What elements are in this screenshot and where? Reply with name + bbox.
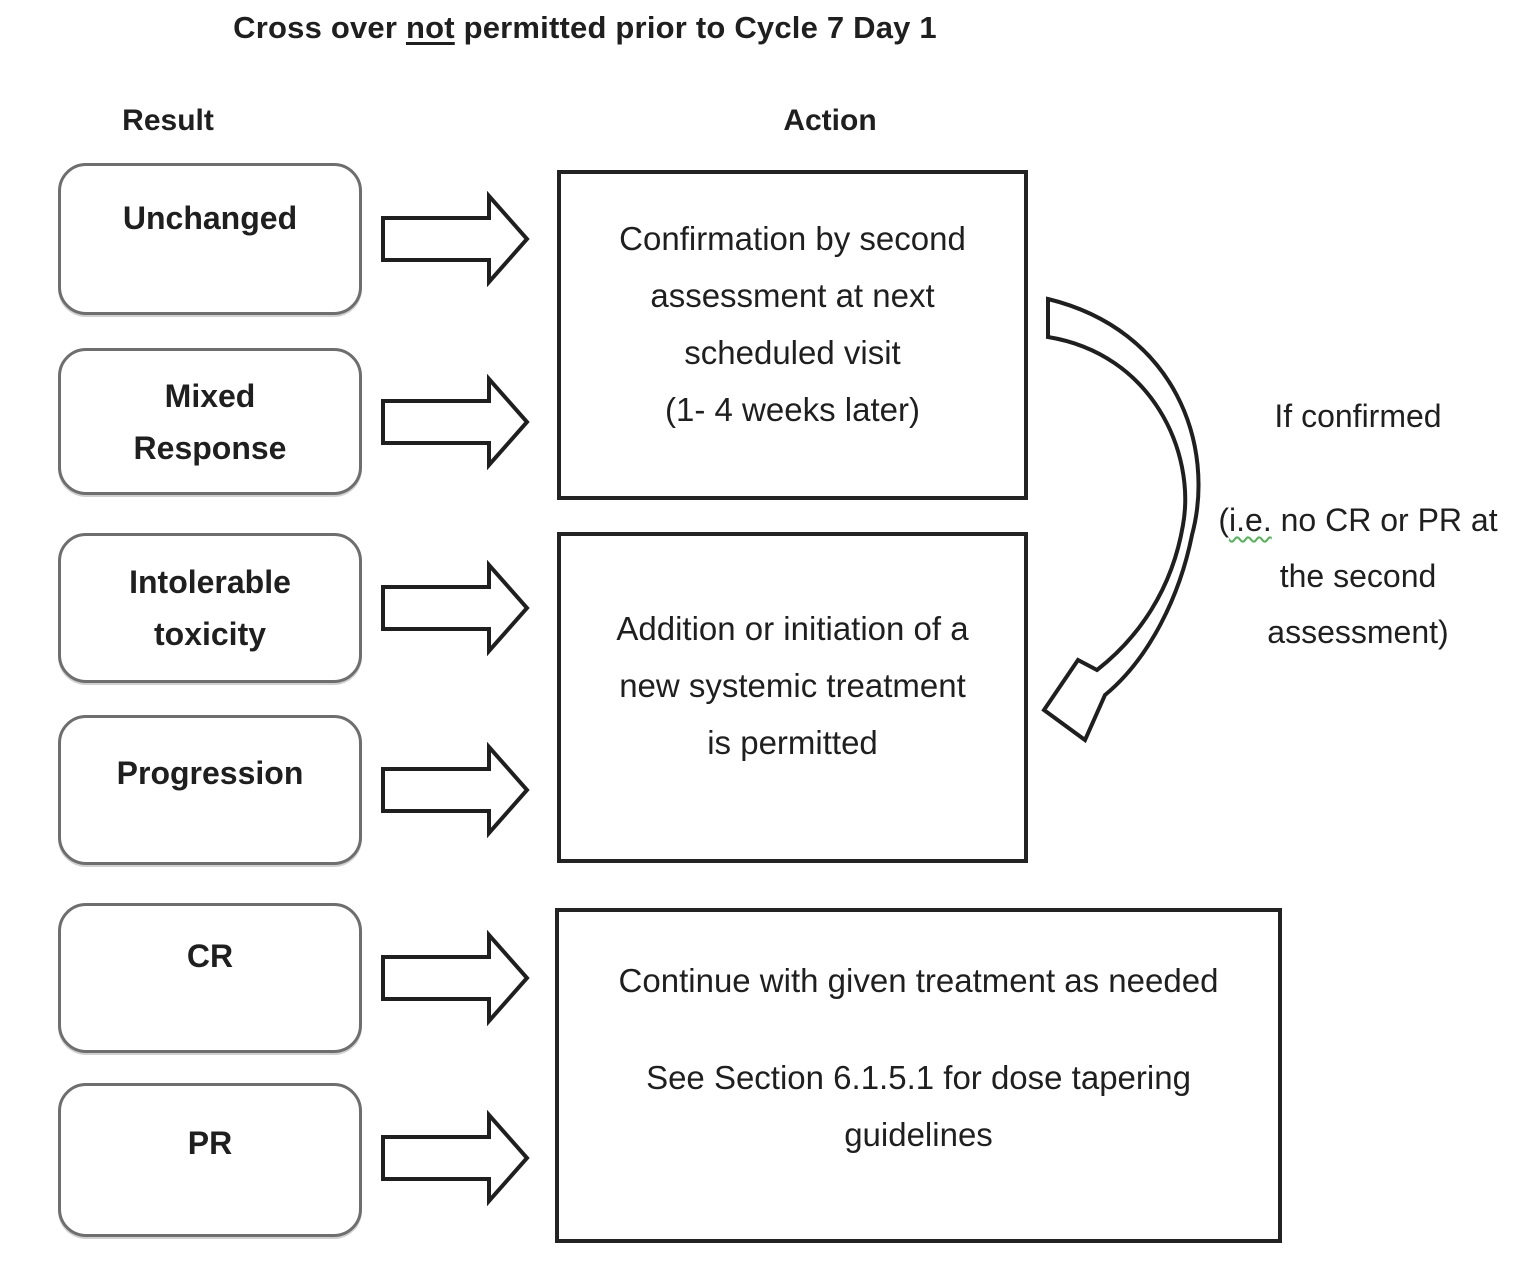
result-label: Progression	[116, 755, 304, 791]
action-text-line: See Section 6.1.5.1 for dose tapering	[646, 1059, 1191, 1096]
note-detail: (i.e. no CR or PR at the second assessme…	[1188, 492, 1528, 660]
flow-arrow-mixed-response	[381, 374, 530, 470]
flow-arrow-progression	[381, 742, 530, 838]
action-text-paragraph: See Section 6.1.5.1 for dose tapering gu…	[646, 1049, 1191, 1163]
result-column-header: Result	[122, 104, 214, 137]
result-label: CR	[186, 938, 234, 974]
if-confirmed-loop-arrow	[1041, 296, 1201, 744]
note-detail-line: assessment)	[1267, 614, 1449, 650]
action-column-header: Action	[783, 104, 877, 137]
action-text-line: new systemic treatment	[619, 667, 966, 704]
result-label: PR	[187, 1125, 233, 1161]
title-suffix: permitted prior to Cycle 7 Day 1	[454, 10, 937, 45]
result-box-unchanged: Unchanged	[58, 163, 362, 315]
result-box-pr: PR	[58, 1083, 362, 1237]
action-box-confirmation: Confirmation by second assessment at nex…	[557, 170, 1028, 500]
result-box-progression: Progression	[58, 715, 362, 865]
action-box-continue-treatment: Continue with given treatment as needed …	[555, 908, 1282, 1243]
title-prefix: Cross over	[233, 10, 406, 45]
result-label: Unchanged	[122, 200, 298, 236]
note-detail-line: the second	[1279, 558, 1437, 594]
action-text-line: Addition or initiation of a	[616, 610, 969, 647]
flow-arrow-unchanged	[381, 191, 530, 287]
ie-abbreviation: i.e.	[1229, 502, 1272, 538]
action-text-line: is permitted	[707, 724, 878, 761]
note-heading: If confirmed	[1274, 398, 1442, 434]
action-text-line: Confirmation by second	[619, 220, 966, 257]
title-underlined-word: not	[405, 10, 455, 45]
action-box-new-treatment: Addition or initiation of a new systemic…	[557, 532, 1028, 863]
note-detail-line: (i.e. no CR or PR at	[1218, 502, 1498, 538]
action-text-line: assessment at next	[650, 277, 935, 314]
flow-arrow-cr	[381, 930, 530, 1026]
flow-arrow-intolerable-toxicity	[381, 560, 530, 656]
action-text-line: (1- 4 weeks later)	[665, 391, 920, 428]
action-text-line: Continue with given treatment as needed	[618, 962, 1219, 999]
if-confirmed-note: If confirmed (i.e. no CR or PR at the se…	[1188, 388, 1528, 660]
action-text-line: guidelines	[844, 1116, 993, 1153]
action-text-line: scheduled visit	[684, 334, 901, 371]
result-box-cr: CR	[58, 903, 362, 1053]
diagram-title: Cross over not permitted prior to Cycle …	[160, 10, 1010, 46]
flow-arrow-pr	[381, 1110, 530, 1206]
